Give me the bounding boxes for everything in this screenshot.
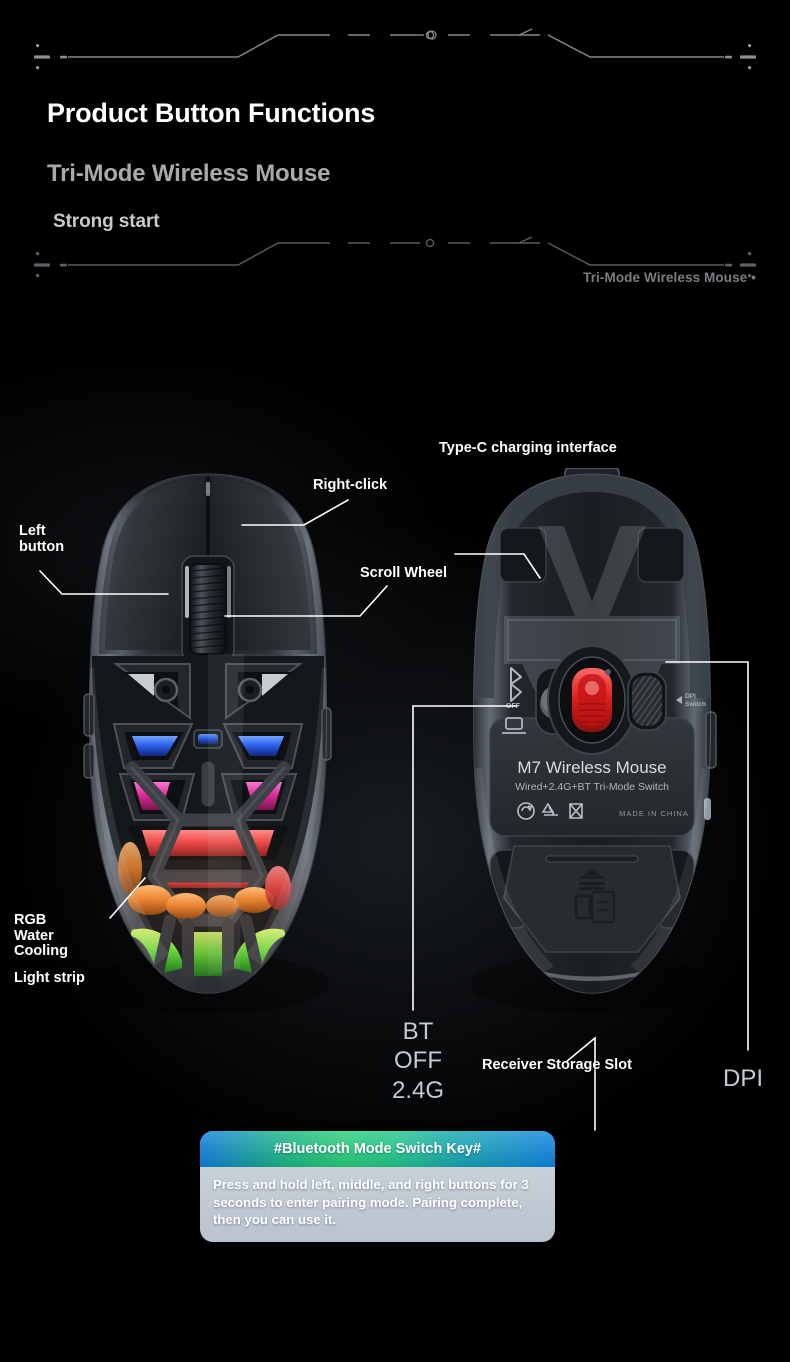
label-right-click: Right-click (313, 477, 388, 493)
note-body: Press and hold left, middle, and right b… (213, 1177, 529, 1228)
plate-model: M7 Wireless Mouse (517, 758, 666, 777)
note-heading: #Bluetooth Mode Switch Key# (200, 1131, 555, 1167)
plate-origin: MADE IN CHINA (619, 809, 689, 818)
side-buttons (83, 693, 332, 779)
svg-text:Switch: Switch (685, 701, 706, 708)
optical-sensor (547, 645, 637, 755)
mesh-upper-left (112, 663, 194, 769)
page-tagline: Strong start (53, 211, 160, 232)
label-receiver-slot: Receiver Storage Slot (482, 1057, 632, 1073)
header-corner-note: Tri-Mode Wireless Mouse • (583, 270, 756, 285)
plate-spec: Wired+2.4G+BT Tri-Mode Switch (515, 781, 669, 793)
label-light-strip: Light strip (14, 970, 85, 986)
page-subtitle: Tri-Mode Wireless Mouse (47, 160, 331, 187)
svg-text:OFF: OFF (506, 703, 521, 710)
label-mode-switch: BT OFF 2.4G (391, 1018, 445, 1104)
mouse-bottom-view: OFF (470, 468, 717, 1014)
scroll-wheel-tread (190, 565, 226, 653)
svg-text:DPI: DPI (685, 693, 696, 700)
label-left-button: Left button (19, 523, 65, 555)
header-decor-line-top (0, 28, 790, 74)
label-type-c: Type-C charging interface (439, 440, 617, 456)
eject-icon (579, 868, 605, 890)
dpi-button (627, 671, 667, 731)
label-scroll-wheel: Scroll Wheel (360, 565, 448, 581)
mesh-upper-right (222, 663, 304, 769)
label-dpi: DPI (723, 1065, 764, 1092)
leader-receiver-slot (565, 1036, 596, 1131)
plate-certification-icons (517, 802, 583, 820)
mouse-top-view (83, 473, 332, 1014)
page-title: Product Button Functions (47, 98, 376, 128)
bluetooth-mode-note: #Bluetooth Mode Switch Key# Press and ho… (200, 1131, 555, 1242)
usb-receiver-icon (574, 890, 616, 924)
label-rgb-water-cooling: RGB Water Cooling (14, 912, 68, 960)
